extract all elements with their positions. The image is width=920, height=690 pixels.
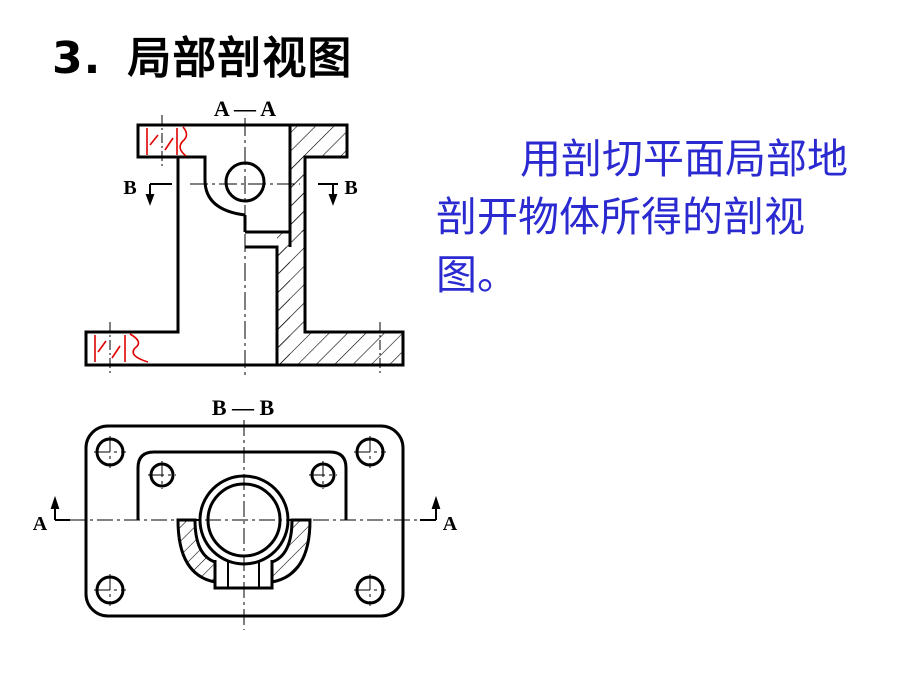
front-bore-top <box>178 155 207 180</box>
label-cut-b-right: B <box>344 177 357 199</box>
front-boss-arc <box>203 179 246 217</box>
label-section-aa: A — A <box>214 96 276 121</box>
cut-plane-bb-left <box>145 183 172 206</box>
description-text: 用剖切平面局部地剖开物体所得的剖视图。 <box>436 130 856 304</box>
front-hatch-right-wall <box>277 157 403 365</box>
front-step <box>245 230 292 365</box>
label-cut-a-left: A <box>33 513 48 535</box>
label-section-bb: B — B <box>212 395 275 420</box>
label-cut-b-left: B <box>123 177 136 199</box>
top-centerlines <box>70 420 420 630</box>
description-body: 用剖切平面局部地剖开物体所得的剖视图。 <box>436 135 848 299</box>
front-local-section-top <box>146 126 188 157</box>
top-view-section-bb: B — B <box>33 395 458 630</box>
label-cut-a-right: A <box>443 513 458 535</box>
slide-title: 3. 局部剖视图 <box>52 22 352 86</box>
cut-plane-bb-right <box>318 183 338 206</box>
top-inner-boss <box>136 450 348 520</box>
front-hatch-top-flange <box>305 125 347 157</box>
front-local-section-bottom <box>94 333 149 363</box>
cut-plane-aa-right <box>420 495 441 521</box>
title-text: 局部剖视图 <box>127 33 353 84</box>
title-number: 3. <box>52 33 102 84</box>
front-view-section-aa: A — A B B <box>84 96 405 375</box>
cut-plane-aa-left <box>50 495 70 521</box>
